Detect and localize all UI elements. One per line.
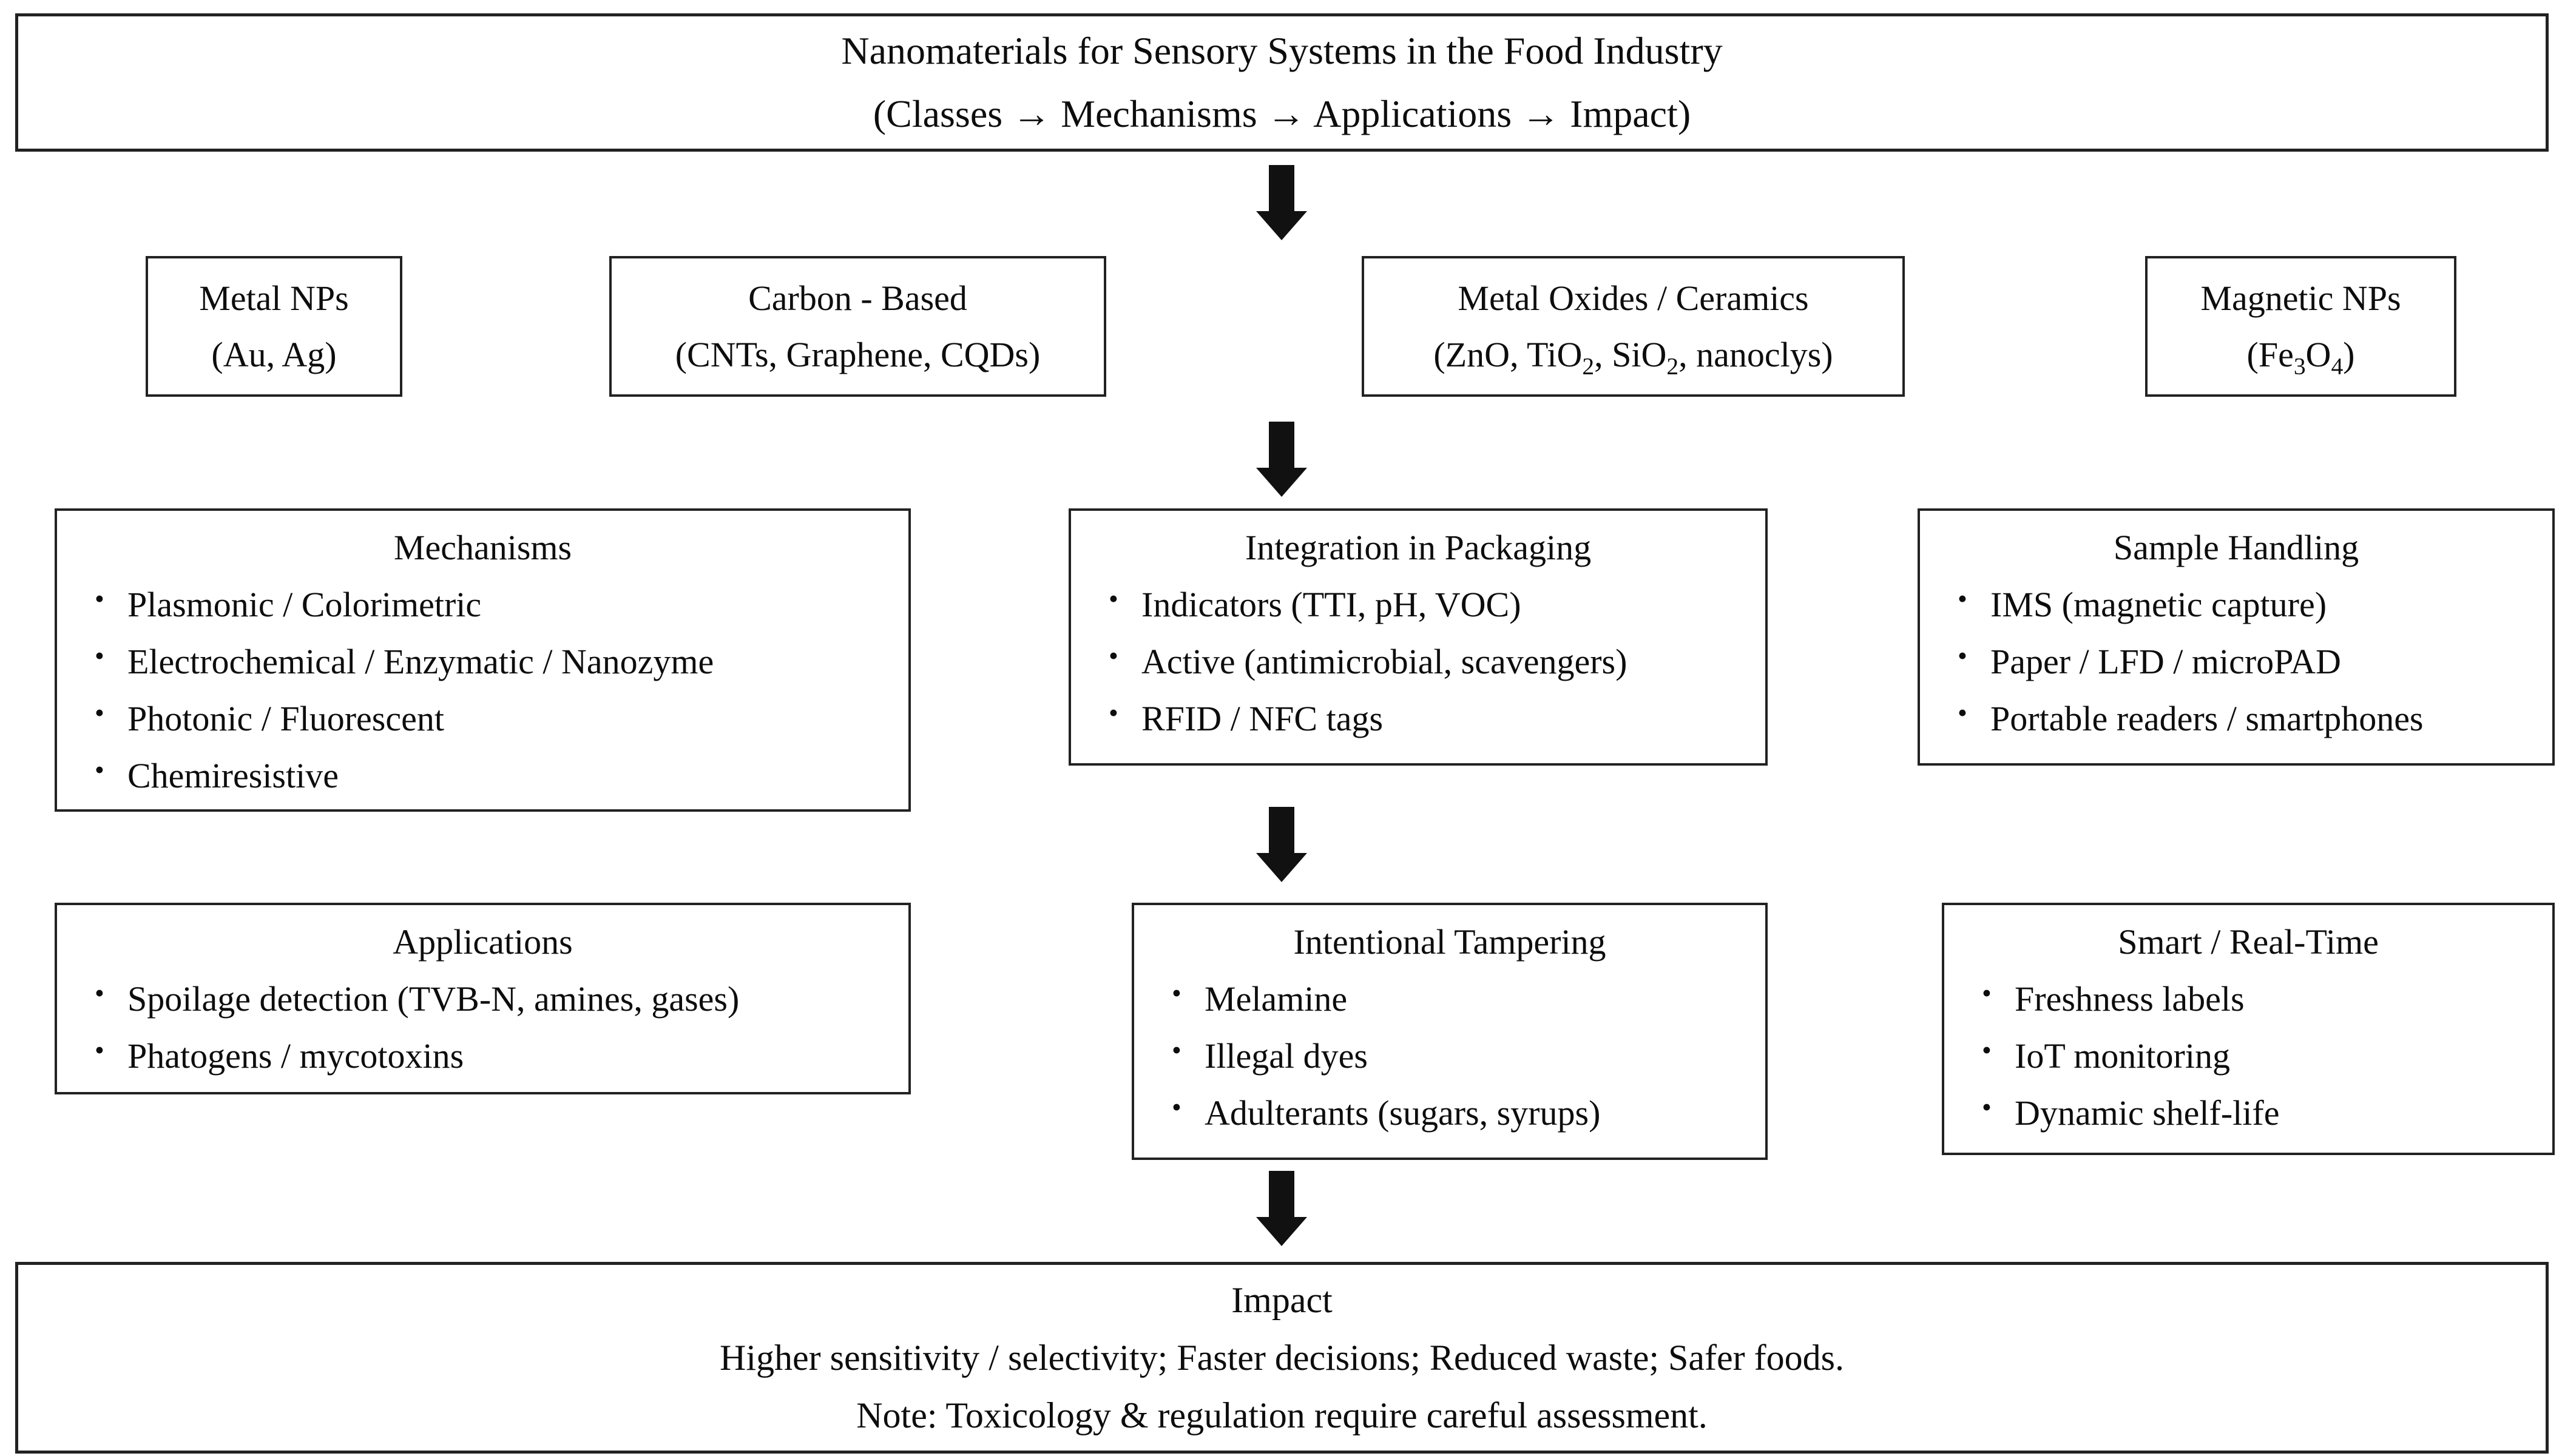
- impact-box: Impact Higher sensitivity / selectivity;…: [15, 1262, 2549, 1454]
- box-title: Mechanisms: [393, 528, 572, 567]
- class-box-title: Metal Oxides / Ceramics: [1458, 278, 1809, 318]
- smart-real-time-box: Smart / Real-Time Freshness labelsIoT mo…: [1942, 903, 2555, 1155]
- class-box-subtitle: (CNTs, Graphene, CQDs): [675, 335, 1041, 374]
- list-item: IoT monitoring: [1979, 1028, 2540, 1085]
- title-box: Nanomaterials for Sensory Systems in the…: [15, 13, 2549, 152]
- flow-arrow-down-icon: [1256, 1171, 1307, 1246]
- list-item: Freshness labels: [1979, 971, 2540, 1028]
- list-item: Phatogens / mycotoxins: [92, 1028, 896, 1085]
- diagram-subtitle: (Classes → Mechanisms → Applications → I…: [873, 92, 1691, 135]
- list-item: Photonic / Fluorescent: [92, 690, 896, 747]
- list-item: Illegal dyes: [1169, 1028, 1753, 1085]
- list-item: Plasmonic / Colorimetric: [92, 576, 896, 633]
- list-item: Active (antimicrobial, scavengers): [1106, 633, 1753, 690]
- class-box-metal-nps: Metal NPs (Au, Ag): [146, 256, 402, 397]
- class-box-subtitle: (Au, Ag): [211, 335, 337, 374]
- sample-handling-box: Sample Handling IMS (magnetic capture)Pa…: [1918, 508, 2555, 766]
- list-item: IMS (magnetic capture): [1955, 576, 2540, 633]
- list-item: Portable readers / smartphones: [1955, 690, 2540, 747]
- flow-arrow-down-icon: [1256, 422, 1307, 497]
- list-item: RFID / NFC tags: [1106, 690, 1753, 747]
- class-box-magnetic-nps: Magnetic NPs (Fe3O4): [2145, 256, 2456, 397]
- box-title: Intentional Tampering: [1293, 922, 1606, 962]
- list-item: Adulterants (sugars, syrups): [1169, 1085, 1753, 1142]
- class-box-title: Carbon - Based: [748, 278, 967, 318]
- impact-title: Impact: [1231, 1279, 1333, 1320]
- flow-arrow-down-icon: [1256, 807, 1307, 882]
- bullet-list: Indicators (TTI, pH, VOC)Active (antimic…: [1071, 576, 1765, 747]
- mechanisms-box: Mechanisms Plasmonic / ColorimetricElect…: [55, 508, 911, 812]
- box-title: Sample Handling: [2113, 528, 2359, 567]
- class-box-carbon-based: Carbon - Based (CNTs, Graphene, CQDs): [609, 256, 1106, 397]
- list-item: Electrochemical / Enzymatic / Nanozyme: [92, 633, 896, 690]
- flow-arrow-down-icon: [1256, 165, 1307, 240]
- bullet-list: IMS (magnetic capture)Paper / LFD / micr…: [1920, 576, 2552, 747]
- box-title: Smart / Real-Time: [2118, 922, 2379, 962]
- list-item: Indicators (TTI, pH, VOC): [1106, 576, 1753, 633]
- list-item: Paper / LFD / microPAD: [1955, 633, 2540, 690]
- class-box-title: Metal NPs: [199, 278, 349, 318]
- box-title: Applications: [393, 922, 573, 962]
- list-item: Chemiresistive: [92, 747, 896, 804]
- bullet-list: Plasmonic / ColorimetricElectrochemical …: [57, 576, 908, 804]
- list-item: Spoilage detection (TVB-N, amines, gases…: [92, 971, 896, 1028]
- applications-box: Applications Spoilage detection (TVB-N, …: [55, 903, 911, 1094]
- bullet-list: MelamineIllegal dyesAdulterants (sugars,…: [1134, 971, 1765, 1142]
- diagram-title: Nanomaterials for Sensory Systems in the…: [841, 29, 1723, 72]
- bullet-list: Spoilage detection (TVB-N, amines, gases…: [57, 971, 908, 1085]
- class-box-subtitle: (ZnO, TiO2, SiO2, nanoclys): [1433, 335, 1833, 380]
- class-box-metal-oxides-ceramics: Metal Oxides / Ceramics (ZnO, TiO2, SiO2…: [1362, 256, 1905, 397]
- list-item: Melamine: [1169, 971, 1753, 1028]
- box-title: Integration in Packaging: [1245, 528, 1592, 567]
- class-box-subtitle: (Fe3O4): [2246, 335, 2355, 380]
- impact-note: Note: Toxicology & regulation require ca…: [856, 1395, 1708, 1435]
- integration-in-packaging-box: Integration in Packaging Indicators (TTI…: [1069, 508, 1768, 766]
- list-item: Dynamic shelf-life: [1979, 1085, 2540, 1142]
- intentional-tampering-box: Intentional Tampering MelamineIllegal dy…: [1132, 903, 1768, 1160]
- bullet-list: Freshness labelsIoT monitoringDynamic sh…: [1944, 971, 2552, 1142]
- class-box-title: Magnetic NPs: [2200, 278, 2401, 318]
- impact-summary: Higher sensitivity / selectivity; Faster…: [720, 1337, 1844, 1378]
